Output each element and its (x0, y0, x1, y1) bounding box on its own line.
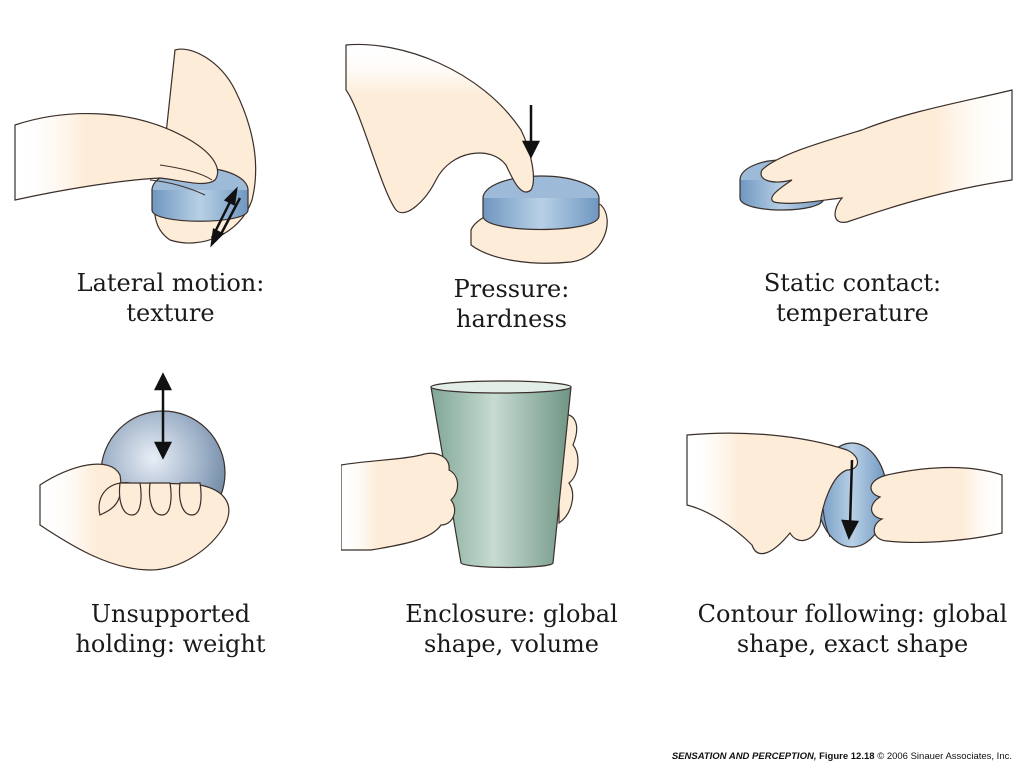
static-contact-illustration (739, 89, 1013, 223)
caption-line-1: Contour following: global (697, 600, 1008, 628)
enclosure-illustration (341, 380, 579, 569)
contour-following-caption: Contour following: global shape, exact s… (682, 599, 1023, 659)
static-contact-caption: Static contact: temperature (682, 268, 1023, 328)
pressure-caption: Pressure: hardness (341, 274, 682, 334)
caption-line-1: Lateral motion: (76, 269, 265, 297)
unsupported-holding-caption: Unsupported holding: weight (0, 599, 341, 659)
copyright: © 2006 Sinauer Associates, Inc. (877, 751, 1012, 762)
lateral-arrows-icon (210, 186, 242, 248)
caption-line-2: shape, exact shape (736, 630, 969, 658)
pressure-illustration (345, 43, 608, 264)
caption-line-2: shape, volume (423, 630, 599, 658)
caption-line-2: temperature (776, 299, 929, 327)
contour-following-illustration (686, 432, 1003, 555)
caption-line-1: Unsupported (90, 600, 251, 628)
caption-line-1: Pressure: (453, 275, 570, 303)
figure-number: Figure 12.18 (819, 751, 875, 762)
panel-static-contact: Static contact: temperature (682, 30, 1023, 400)
caption-line-2: holding: weight (75, 630, 266, 658)
vertical-arrow-icon (153, 372, 173, 460)
cup (430, 386, 572, 569)
panel-enclosure: Enclosure: global shape, volume (341, 365, 682, 735)
panel-pressure: Pressure: hardness (341, 30, 682, 400)
contour-arrow-icon (841, 459, 860, 541)
panel-contour-following: Contour following: global shape, exact s… (682, 365, 1023, 735)
panel-unsupported-holding: Unsupported holding: weight (0, 365, 341, 735)
lateral-motion-illustration (14, 48, 257, 248)
unsupported-holding-illustration (39, 372, 230, 571)
pressure-arrow-icon (521, 105, 541, 159)
book-title: SENSATION AND PERCEPTION, (671, 751, 817, 762)
figure-credit: SENSATION AND PERCEPTION, Figure 12.18 ©… (672, 751, 1012, 762)
enclosure-caption: Enclosure: global shape, volume (341, 599, 682, 659)
caption-line-2: texture (126, 299, 215, 327)
caption-line-2: hardness (456, 305, 567, 333)
lateral-motion-caption: Lateral motion: texture (0, 268, 341, 328)
caption-line-1: Static contact: (763, 269, 942, 297)
caption-line-1: Enclosure: global (405, 600, 618, 628)
panel-lateral-motion: Lateral motion: texture (0, 30, 341, 400)
